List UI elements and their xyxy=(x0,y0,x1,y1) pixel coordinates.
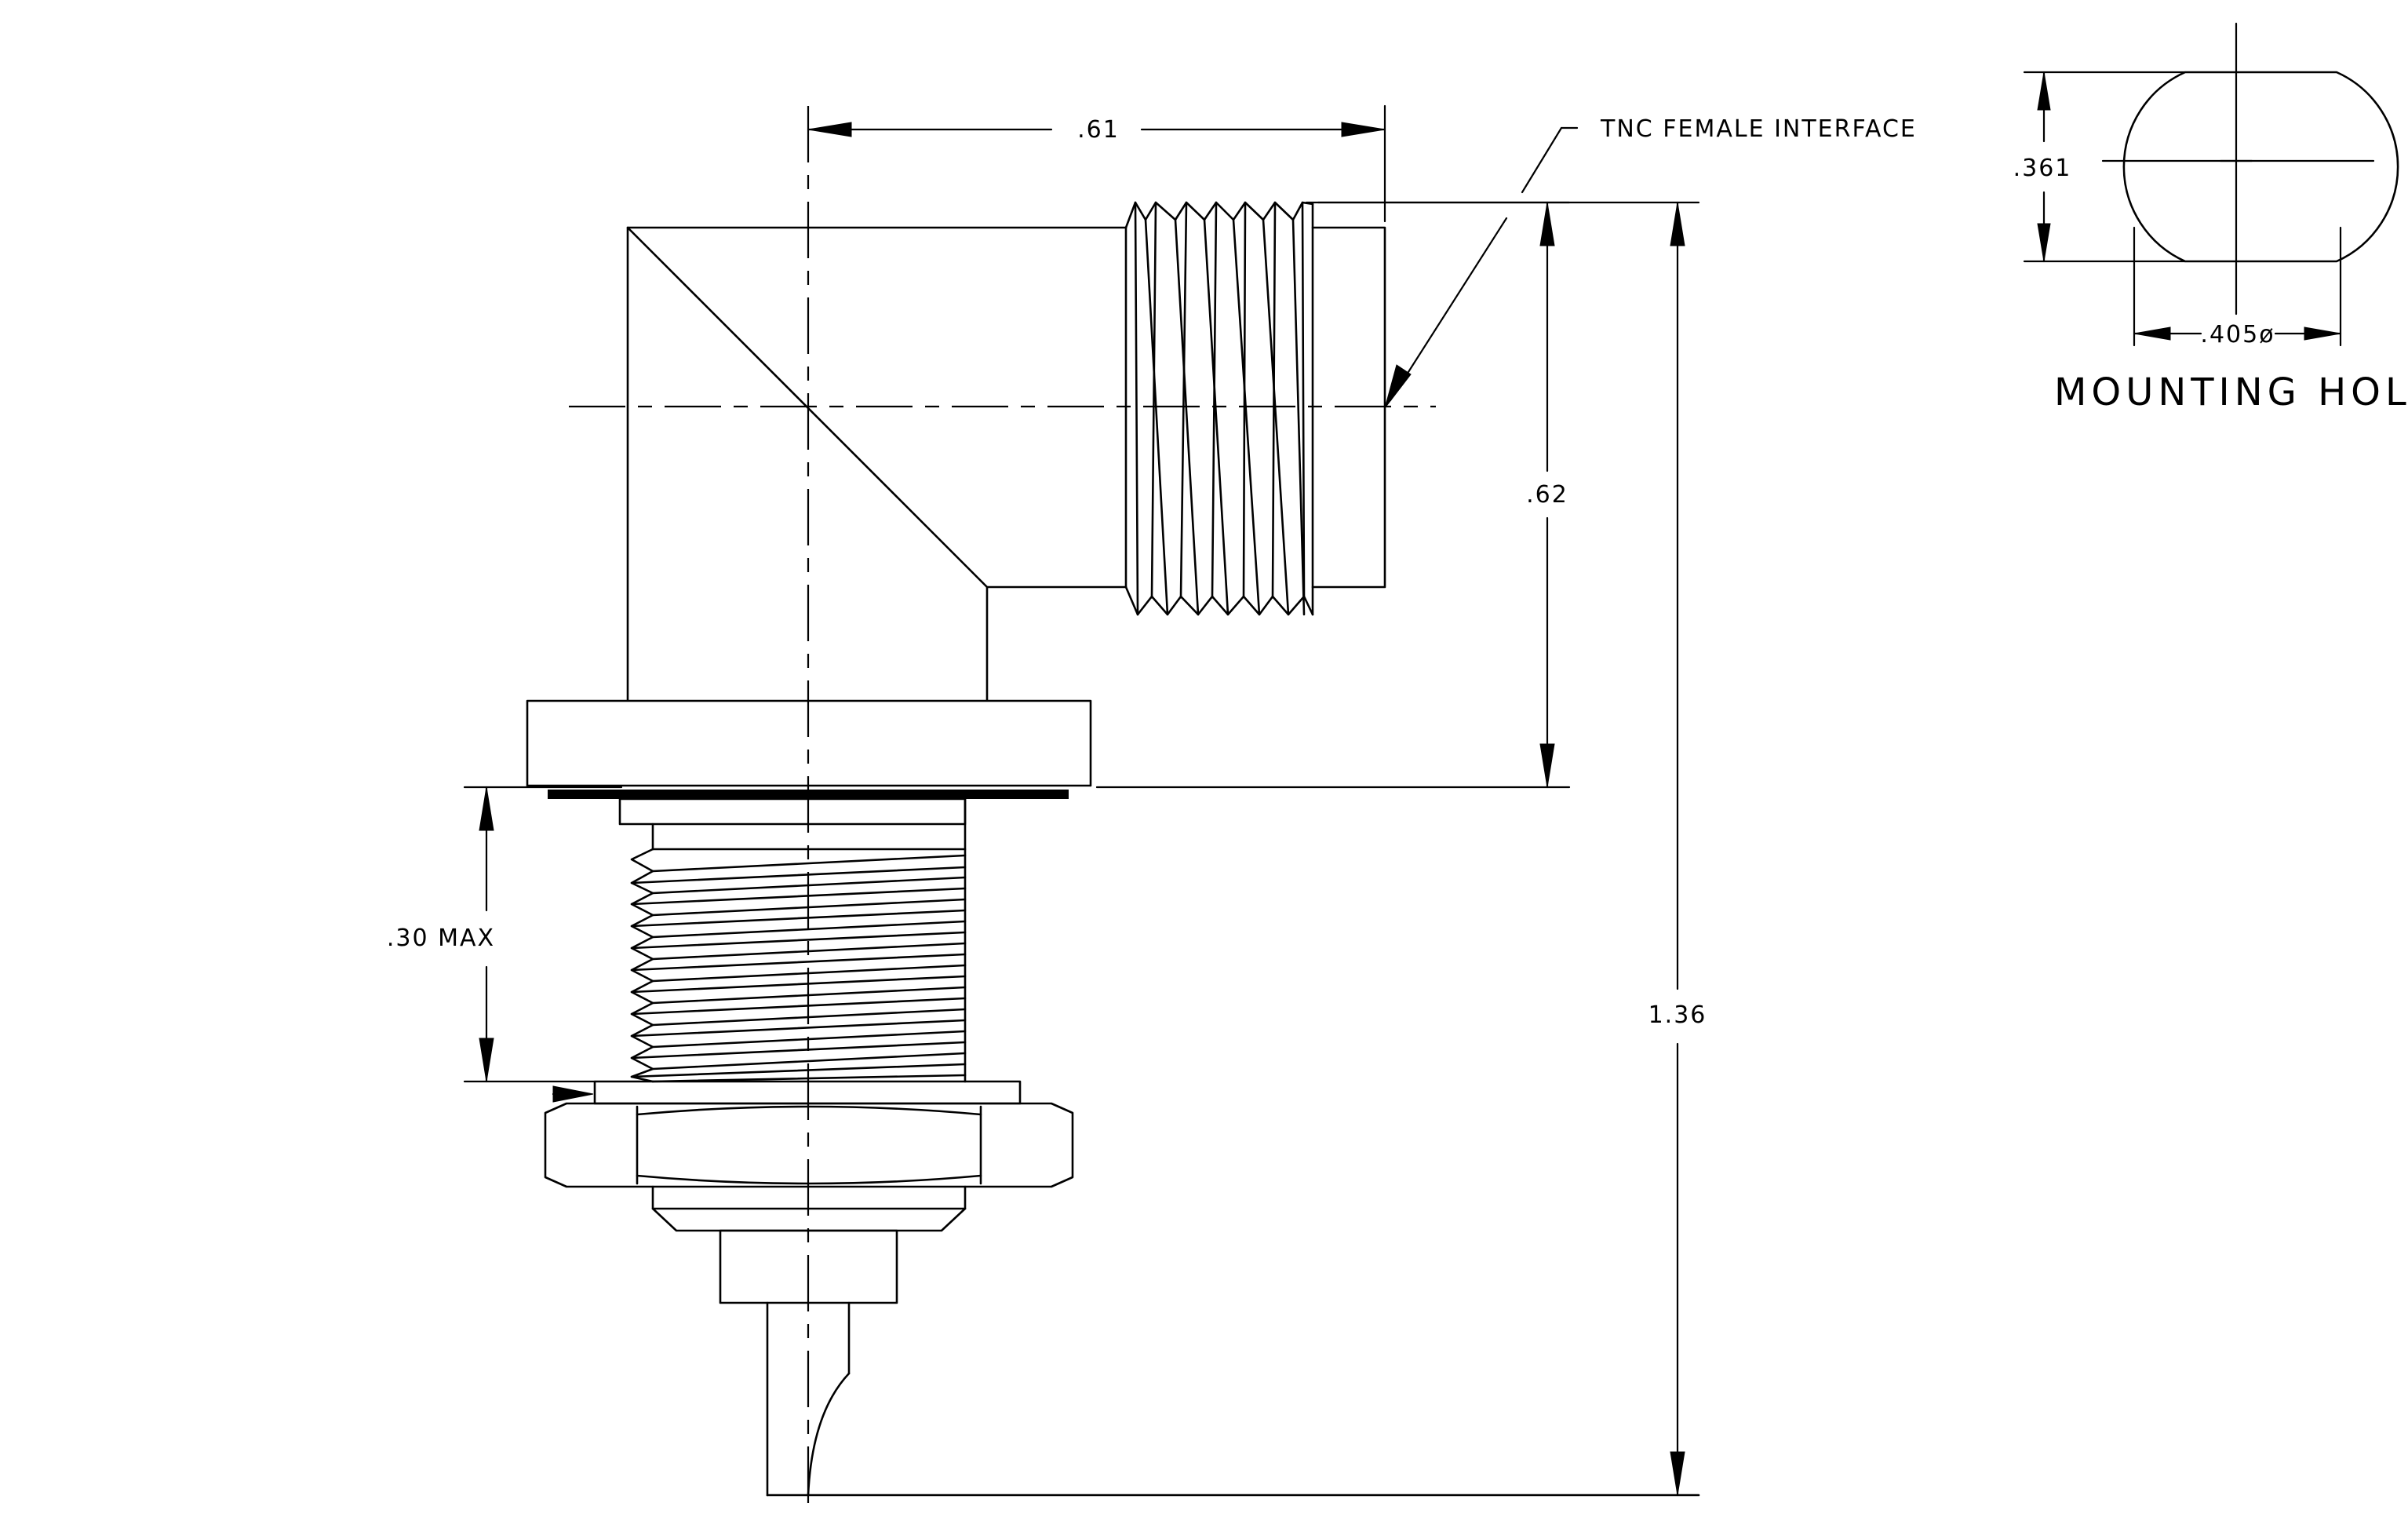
dim-overall-height xyxy=(1317,201,1700,1497)
mounting-hole-diameter-label: .405ø xyxy=(2200,321,2275,348)
dim-panel-thickness-label: .30 MAX xyxy=(387,925,495,952)
interface-threads xyxy=(1124,201,1314,616)
dim-height-side xyxy=(1095,201,1571,789)
hex-nut xyxy=(544,1102,1074,1188)
interface-leader xyxy=(1384,126,1579,409)
dim-panel-thickness xyxy=(463,786,623,1103)
interface-label: TNC FEMALE INTERFACE xyxy=(1600,115,1917,143)
flange xyxy=(526,699,1092,799)
dim-width-top-label: .61 xyxy=(1077,116,1120,144)
panel-threads xyxy=(618,797,967,1083)
elbow-body xyxy=(626,226,1127,702)
mounting-hole-detail xyxy=(2023,22,2399,347)
dim-width-top xyxy=(807,104,1386,223)
contact-pin xyxy=(766,1301,1700,1497)
mounting-hole-flat-label: .361 xyxy=(2013,155,2072,182)
dim-height-side-label: .62 xyxy=(1526,481,1568,509)
rear-body xyxy=(651,1185,967,1304)
dim-overall-height-label: 1.36 xyxy=(1648,1001,1707,1029)
mounting-hole-title: MOUNTING HOLE xyxy=(2054,370,2408,414)
